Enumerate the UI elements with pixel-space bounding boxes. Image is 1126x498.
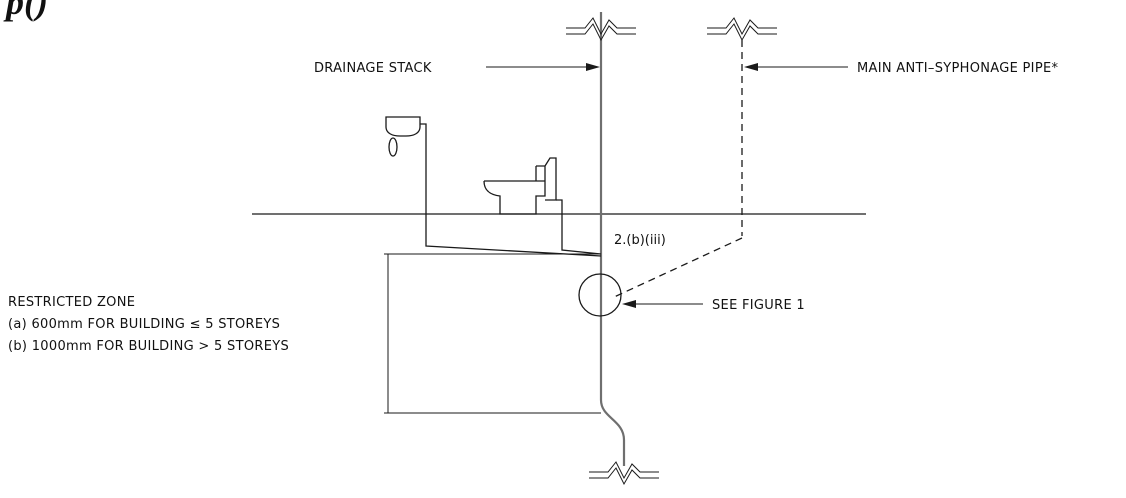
stack-bottom-break-symbol-lower [589, 467, 659, 486]
figure-heading: p() [3, 0, 48, 22]
clause-reference-label: 2.(b)(iii) [614, 233, 666, 248]
restricted-zone-rule-a: (a) 600mm FOR BUILDING ≤ 5 STOREYS [8, 317, 280, 332]
stack-bottom-break-symbol [589, 461, 659, 480]
see-figure-arrowhead [622, 300, 636, 308]
water-closet [483, 157, 557, 215]
restricted-zone-title: RESTRICTED ZONE [8, 295, 135, 310]
see-figure-label: SEE FIGURE 1 [712, 298, 805, 313]
vent-top-break-symbol [707, 17, 777, 36]
connection-detail-circle [578, 273, 622, 317]
drainage-stack-label: DRAINAGE STACK [314, 61, 432, 76]
vent-top-break-symbol-lower [707, 23, 777, 42]
basin-trap [388, 137, 398, 157]
closet-waste-pipe [556, 199, 602, 255]
stack-top-break-symbol [566, 17, 636, 36]
stack-top-break-symbol-lower [566, 23, 636, 42]
anti-syphonage-label: MAIN ANTI–SYPHONAGE PIPE* [857, 61, 1058, 76]
anti-syphonage-arrowhead [744, 63, 758, 71]
restricted-zone-rule-b: (b) 1000mm FOR BUILDING > 5 STOREYS [8, 339, 289, 354]
basin-waste-pipe [420, 123, 602, 257]
drainage-stack-arrowhead [586, 63, 600, 71]
wash-basin [385, 116, 421, 137]
drainage-stack-pipe [599, 12, 626, 466]
